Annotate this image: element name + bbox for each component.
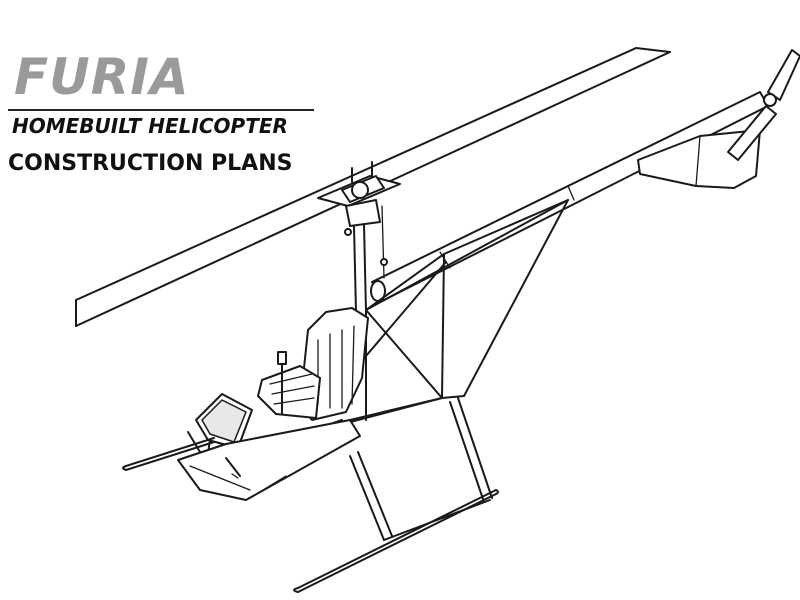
rotor-head (317, 161, 401, 227)
tail-fin (637, 129, 761, 189)
cyclic-stick (277, 351, 287, 415)
tail-rotor (727, 49, 800, 161)
plans-label: CONSTRUCTION PLANS (8, 151, 293, 176)
title-divider (8, 109, 314, 111)
floor-pan (177, 419, 361, 501)
brand-title: FURIA (14, 48, 190, 106)
pilot-seat (257, 307, 369, 421)
instrument-console (195, 393, 253, 471)
rotor-mast (344, 205, 388, 313)
tail-boom (370, 91, 769, 302)
title-block: FURIA HOMEBUILT HELICOPTER CONSTRUCTION … (0, 0, 330, 200)
landing-gear (122, 397, 499, 593)
subtitle: HOMEBUILT HELICOPTER (12, 114, 288, 138)
tail-rotor-pedals (187, 431, 241, 477)
